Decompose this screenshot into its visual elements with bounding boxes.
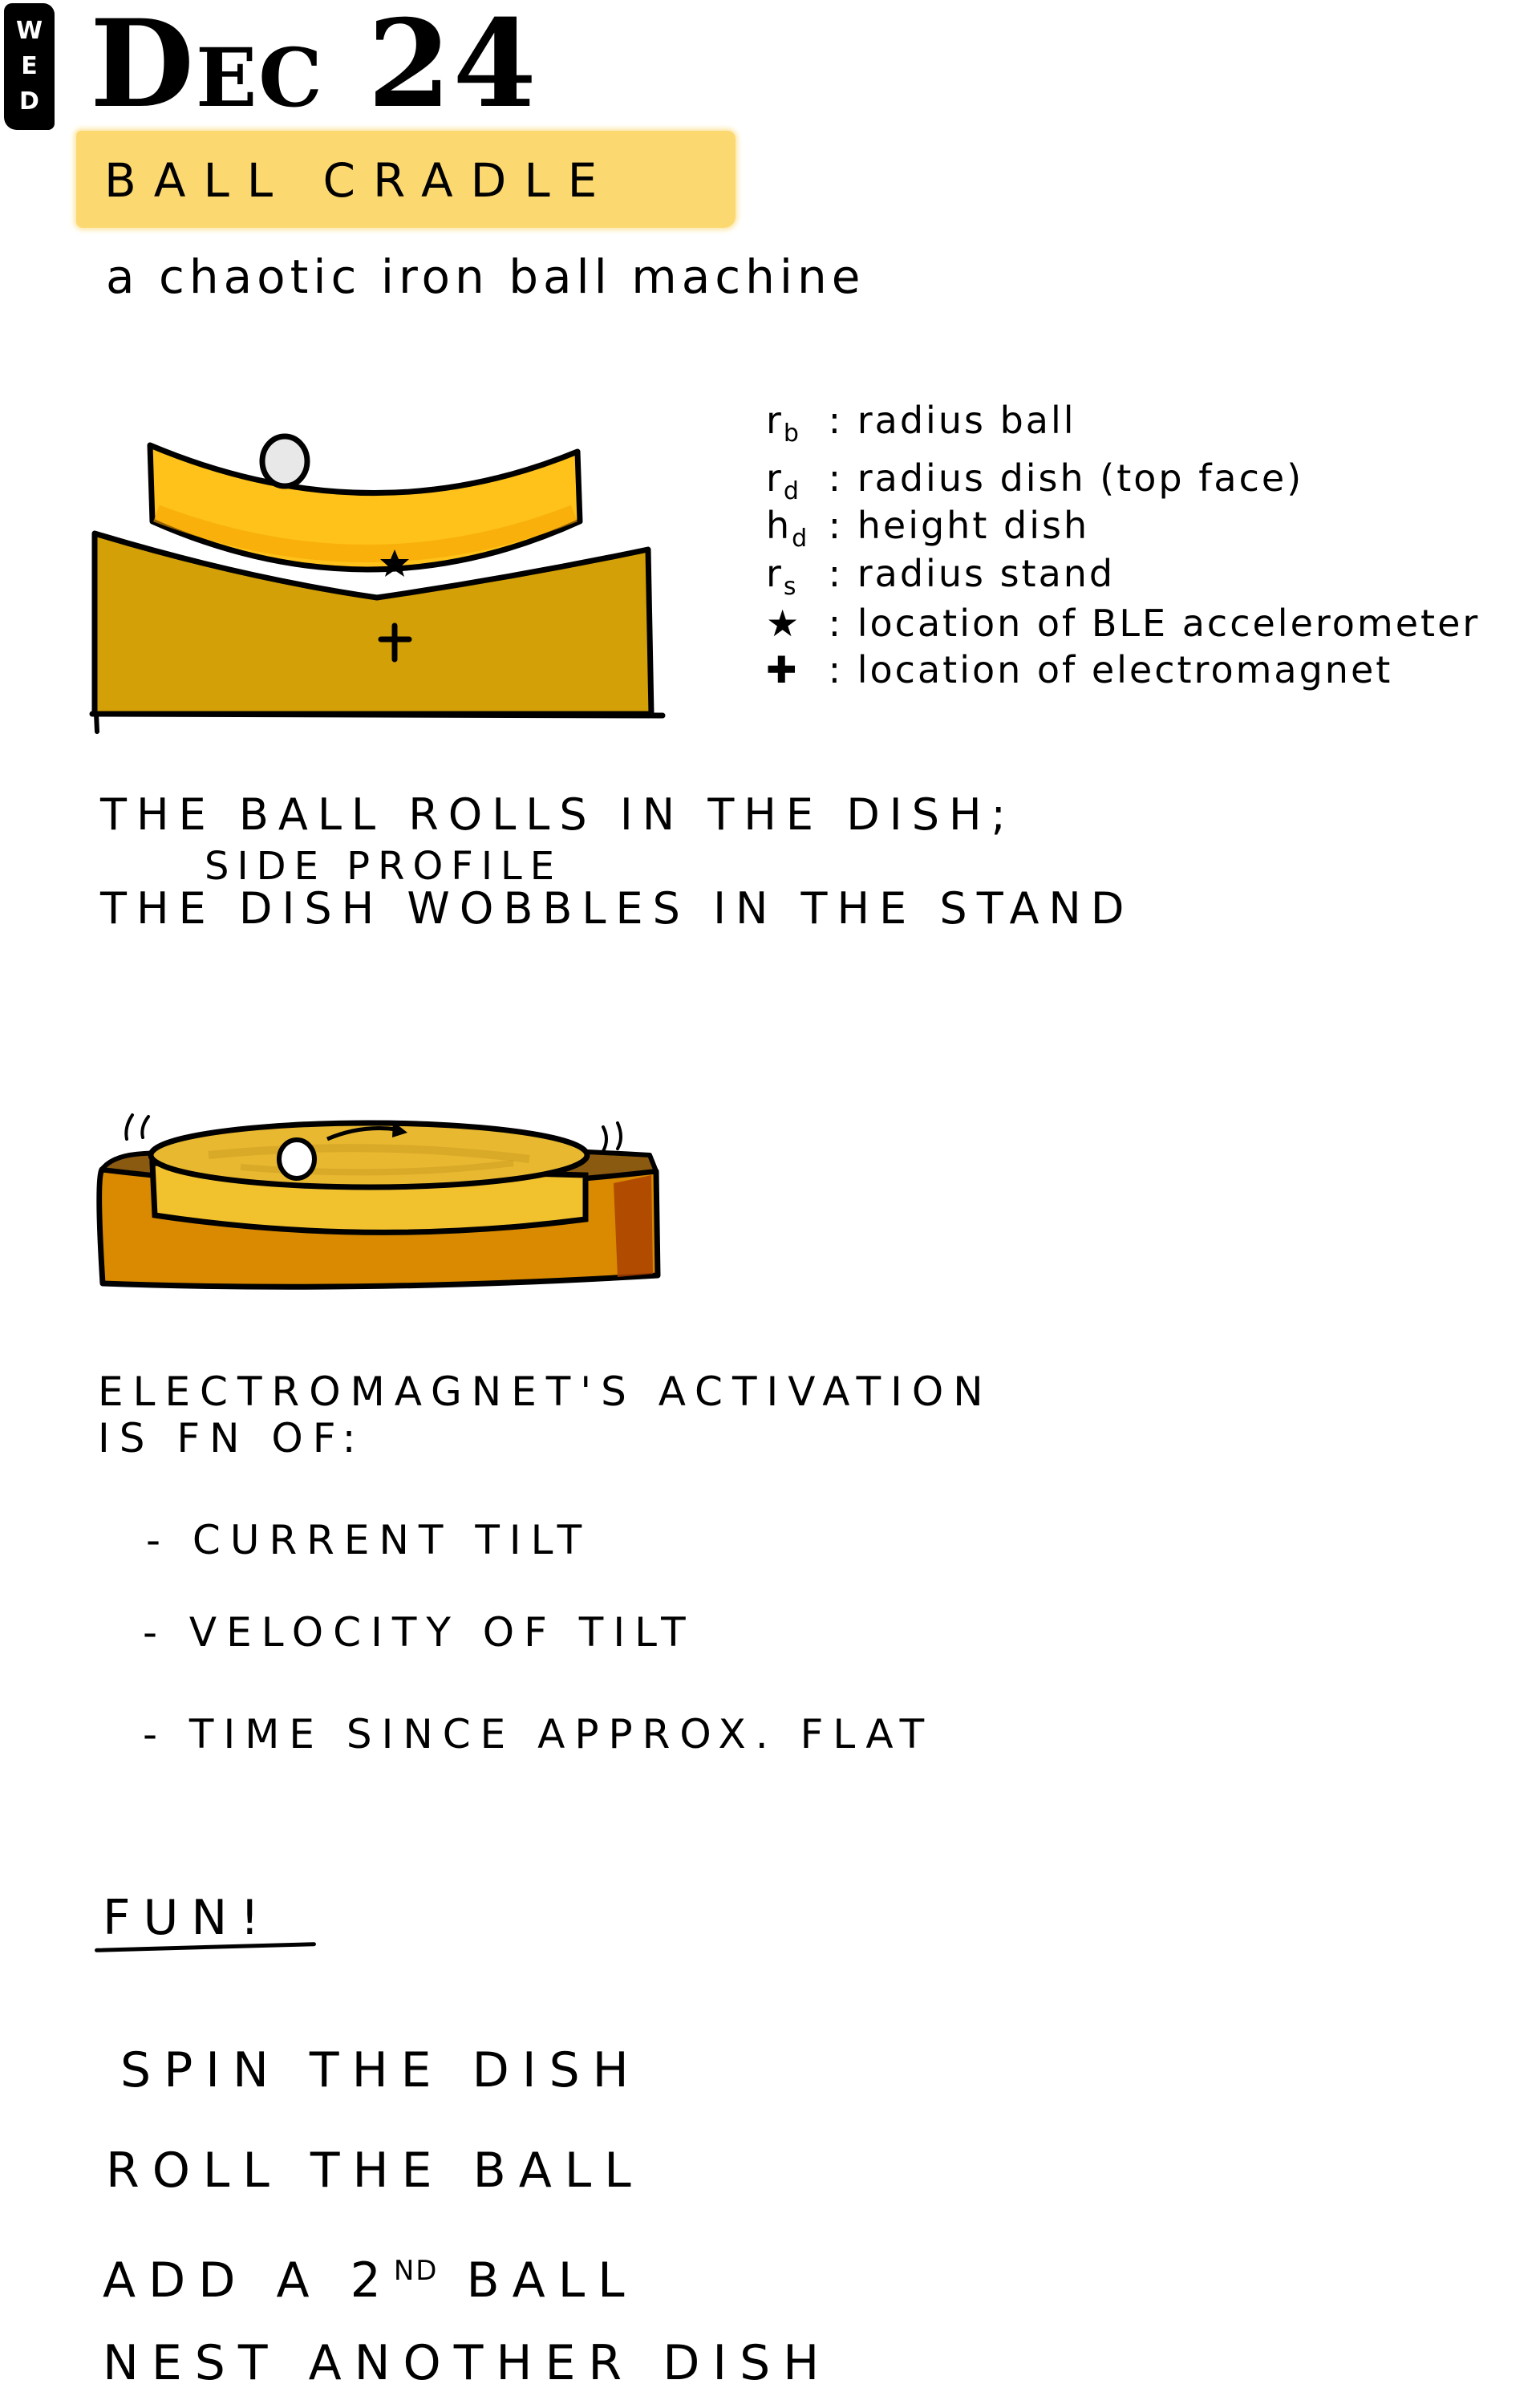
legend-item: hd : height dish xyxy=(766,504,1090,553)
stand-shape xyxy=(91,530,654,717)
star-icon: ★ xyxy=(766,602,802,645)
legend-text: radius dish (top face) xyxy=(857,456,1304,500)
description-line: THE DISH WOBBLES IN THE STAND xyxy=(100,883,1134,934)
plus-icon xyxy=(378,622,412,663)
legend-item: rb : radius ball xyxy=(766,399,1076,448)
activation-heading: ELECTROMAGNET'S ACTIVATION xyxy=(98,1368,993,1415)
activation-factor: - TIME SINCE APPROX. FLAT xyxy=(143,1711,934,1758)
description-line: THE BALL ROLLS IN THE DISH; xyxy=(100,789,1015,840)
plus-icon: ✚ xyxy=(766,648,800,691)
side-profile-drawing xyxy=(89,433,666,734)
weekday-letter: D xyxy=(19,87,39,116)
perspective-drawing xyxy=(96,1113,661,1290)
fun-idea: SPIN THE DISH xyxy=(120,2042,642,2098)
project-subtitle: a chaotic iron ball machine xyxy=(106,249,865,304)
wobble-lines-icon xyxy=(124,1113,622,1153)
star-icon xyxy=(380,549,409,577)
activation-factor: - CURRENT TILT xyxy=(146,1517,592,1563)
weekday-badge: W E D xyxy=(4,3,55,130)
legend-text: location of electromagnet xyxy=(857,648,1393,691)
legend-item: ✚ : location of electromagnet xyxy=(766,648,1393,691)
page-date-title: DEC 24 xyxy=(90,0,538,142)
legend-text: radius stand xyxy=(857,552,1116,595)
weekday-letter: W xyxy=(15,17,43,45)
legend-item: rs : radius stand xyxy=(766,552,1116,602)
side-profile-caption: SIDE PROFILE xyxy=(205,844,563,889)
date-initial: D xyxy=(90,0,197,135)
fun-heading: FUN! xyxy=(103,1890,273,1946)
project-title: BALL CRADLE xyxy=(104,153,615,208)
title-highlight xyxy=(76,131,736,228)
ball-shape xyxy=(259,433,310,489)
activation-factor: - VELOCITY OF TILT xyxy=(143,1609,695,1656)
weekday-letter: E xyxy=(21,52,38,80)
legend-item: rd : radius dish (top face) xyxy=(766,456,1304,506)
legend-item: ★ : location of BLE accelerometer xyxy=(766,602,1481,645)
legend-text: location of BLE accelerometer xyxy=(857,602,1481,645)
fun-idea: NEST ANOTHER DISH xyxy=(103,2335,833,2391)
fun-idea: ADD A 2ND BALL xyxy=(103,2252,638,2309)
legend-text: radius ball xyxy=(857,399,1076,442)
legend-text: height dish xyxy=(857,504,1090,547)
ball-shape xyxy=(277,1137,317,1181)
date-day-number: 24 xyxy=(367,0,538,135)
fun-idea: ROLL THE BALL xyxy=(106,2143,644,2199)
motion-arrow-icon xyxy=(326,1126,398,1141)
date-month-rest: EC xyxy=(196,30,324,125)
activation-heading: IS FN OF: xyxy=(98,1415,366,1462)
